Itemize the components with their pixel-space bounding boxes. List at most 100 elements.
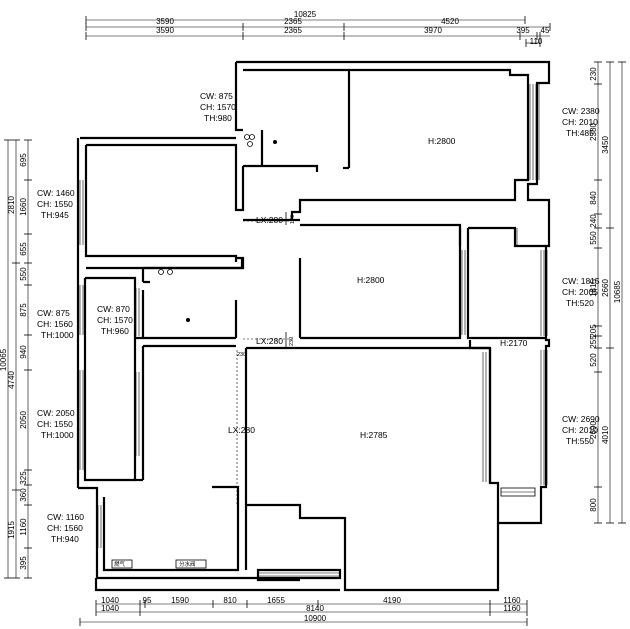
pipe-icon — [167, 269, 173, 275]
room-height-living: H:2785 — [360, 430, 388, 440]
exterior-walls — [76, 60, 551, 592]
svg-text:TH:550: TH:550 — [566, 436, 594, 446]
left-dimensions: 10065 2810 4740 1915 695 1660 655 550 87… — [0, 139, 32, 579]
dim-bot-r2-0: 1040 — [101, 604, 119, 613]
svg-text:TH:980: TH:980 — [204, 113, 232, 123]
annotation-4: CW: 2050 CH: 1550 TH:1000 — [37, 408, 75, 440]
annotation-8: CW: 2690 CH: 2010 TH:550 — [562, 414, 600, 446]
window-top-right — [529, 84, 540, 180]
pipe-icon — [244, 134, 250, 140]
dim-top-r2-4: 45 — [541, 26, 550, 35]
svg-text:CH: 2010: CH: 2010 — [562, 117, 598, 127]
svg-text:1660: 1660 — [19, 198, 28, 216]
svg-text:CW: 870: CW: 870 — [97, 304, 130, 314]
dim-left-mid-2: 1915 — [7, 521, 16, 539]
gas-meter-box — [111, 559, 133, 569]
pipe-icon — [247, 141, 253, 147]
svg-text:2380: 2380 — [589, 123, 598, 141]
svg-text:TH:485: TH:485 — [566, 128, 594, 138]
window-mid-right — [516, 228, 548, 336]
annotation-1: CW: 1460 CH: 1550 TH:945 — [37, 188, 75, 220]
gas-label: 燃气 — [114, 560, 126, 568]
svg-text:230: 230 — [589, 67, 598, 81]
annotation-5: CW: 1160 CH: 1560 TH:940 — [47, 512, 84, 544]
dim-bot-r1-0: 1040 — [101, 596, 119, 605]
window-left-bottom — [97, 505, 102, 548]
water-valve-label: 分水阀 — [179, 560, 196, 568]
dim-left-mid-0: 2810 — [7, 196, 16, 214]
svg-text:4010: 4010 — [601, 426, 610, 444]
dim-top-r1-2: 4520 — [441, 17, 459, 26]
svg-text:255: 255 — [589, 335, 598, 349]
fixtures: 燃气 分水阀 — [111, 134, 277, 569]
bottom-dimensions: 1040 95 1590 810 1655 4190 1160 1040 814… — [79, 596, 528, 626]
dim-top-r2-0: 3590 — [156, 26, 174, 35]
door-mark-3: 230 — [289, 337, 295, 346]
svg-text:395: 395 — [19, 556, 28, 570]
annotation-7: CW: 1815 CH: 2005 TH:520 — [562, 276, 600, 308]
svg-text:360: 360 — [19, 488, 28, 502]
svg-text:325: 325 — [19, 471, 28, 485]
dim-left-mid-1: 4740 — [7, 371, 16, 389]
dim-bot-r2-2: 1160 — [503, 604, 521, 613]
dim-top-extra: 110 — [530, 37, 543, 46]
svg-text:CH: 2010: CH: 2010 — [562, 425, 598, 435]
svg-text:CH: 1560: CH: 1560 — [37, 319, 73, 329]
dim-right-overall: 10685 — [613, 280, 622, 303]
svg-text:CH: 1570: CH: 1570 — [200, 102, 236, 112]
svg-text:TH:945: TH:945 — [41, 210, 69, 220]
room-height-mid: H:2800 — [357, 275, 385, 285]
svg-text:2050: 2050 — [19, 411, 28, 429]
window-mid-bed-side — [461, 250, 466, 335]
dim-bot-r1-5: 4190 — [383, 596, 401, 605]
window-left-mid — [79, 285, 84, 470]
svg-text:CW: 2050: CW: 2050 — [37, 408, 75, 418]
svg-text:655: 655 — [19, 242, 28, 256]
dim-bot-r1-6: 1160 — [503, 596, 521, 605]
svg-text:695: 695 — [19, 153, 28, 167]
svg-text:CW: 1460: CW: 1460 — [37, 188, 75, 198]
dim-top-r2-2: 3970 — [424, 26, 442, 35]
windows — [79, 84, 548, 577]
svg-text:CH: 1570: CH: 1570 — [97, 315, 133, 325]
window-left-top — [79, 180, 84, 245]
svg-text:CW: 1160: CW: 1160 — [47, 512, 84, 522]
dim-top-r1-1: 2365 — [284, 17, 302, 26]
lx-label-3: LX:280 — [228, 425, 255, 435]
window-bottom — [258, 572, 340, 577]
svg-text:TH:960: TH:960 — [101, 326, 129, 336]
svg-text:205: 205 — [589, 324, 598, 338]
dim-top-r1-0: 3590 — [156, 17, 174, 26]
room-labels: H:2800 H:2800 H:2785 H:2170 LX:280 LX:28… — [228, 136, 528, 440]
svg-text:240: 240 — [589, 214, 598, 228]
svg-text:CH: 2005: CH: 2005 — [562, 287, 598, 297]
room-height-top: H:2800 — [428, 136, 456, 146]
lx-label-2: LX:280 — [256, 336, 283, 346]
room-height-balcony: H:2170 — [500, 338, 528, 348]
svg-text:CW: 875: CW: 875 — [37, 308, 70, 318]
door-mark-1: 170 — [290, 215, 296, 224]
svg-text:CW: 2380: CW: 2380 — [562, 106, 600, 116]
dim-bot-r1-3: 810 — [223, 596, 237, 605]
svg-text:CW: 875: CW: 875 — [200, 91, 233, 101]
dim-top-r2-1: 2365 — [284, 26, 302, 35]
dim-bot-r1-2: 1590 — [171, 596, 189, 605]
top-dimensions: 10825 3590 2365 4520 3590 2365 3970 395 … — [85, 10, 551, 47]
drain-icon — [186, 318, 190, 322]
svg-text:550: 550 — [19, 267, 28, 281]
svg-text:550: 550 — [589, 231, 598, 245]
annotation-6: CW: 2380 CH: 2010 TH:485 — [562, 106, 600, 138]
svg-text:TH:1000: TH:1000 — [41, 330, 74, 340]
dim-bot-r1-4: 1655 — [267, 596, 285, 605]
dim-top-overall: 10825 — [294, 10, 317, 19]
dim-top-r2-3: 395 — [516, 26, 530, 35]
door-mark-2: 230 — [237, 352, 246, 358]
pipe-icon — [249, 134, 255, 140]
svg-text:940: 940 — [19, 345, 28, 359]
window-kitchen-left — [135, 288, 140, 456]
svg-text:TH:1000: TH:1000 — [41, 430, 74, 440]
svg-text:TH:520: TH:520 — [566, 298, 594, 308]
svg-text:CH: 1550: CH: 1550 — [37, 419, 73, 429]
water-valve-box — [175, 559, 207, 569]
lx-label-1: LX:280 — [256, 215, 283, 225]
